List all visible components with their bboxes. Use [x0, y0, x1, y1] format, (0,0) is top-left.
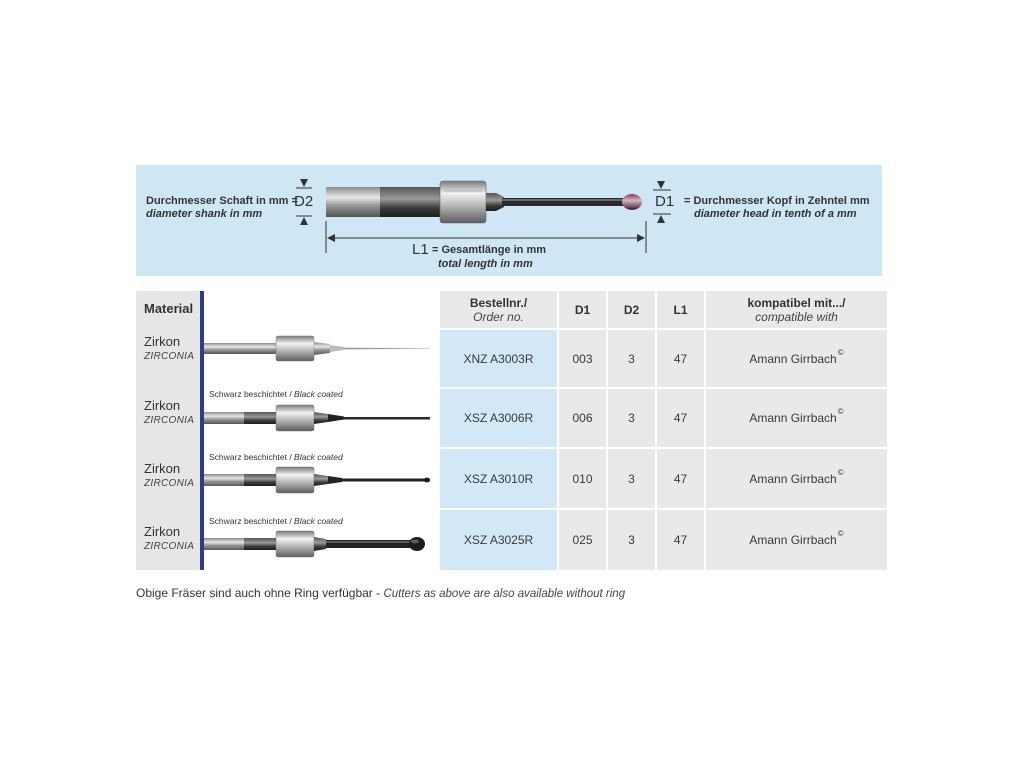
table-row-compatible: Amann Girrbach©: [706, 389, 887, 447]
material-name-en: ZIRCONIA: [144, 478, 195, 489]
spec-table: Bestellnr./ Order no. D1 D2 L1 kompatibe…: [440, 291, 887, 570]
head-label-en: diameter head in tenth of a mm: [694, 208, 857, 220]
table-row-l1: 47: [657, 330, 704, 387]
tool-image-black-coated-3: [204, 466, 430, 494]
length-label-en: total length in mm: [438, 258, 533, 270]
coating-note: Schwarz beschichtet / Black coated: [209, 452, 343, 462]
tool-image-black-coated-4: [204, 530, 425, 558]
head-label-de: = Durchmesser Kopf in Zehntel mm: [684, 195, 870, 207]
header-l1: L1: [657, 291, 704, 328]
length-label-de: = Gesamtlänge in mm: [432, 244, 547, 256]
table-row-d1: 003: [559, 330, 606, 387]
table-row-order: XSZ A3006R: [440, 389, 557, 447]
shank-label-de: Durchmesser Schaft in mm =: [146, 195, 298, 207]
shank-label-en: diameter shank in mm: [146, 208, 263, 220]
d1-symbol: D1: [655, 193, 675, 210]
table-row-d1: 006: [559, 389, 606, 447]
material-name-en: ZIRCONIA: [144, 415, 195, 426]
table-row-order: XNZ A3003R: [440, 330, 557, 387]
copyright-mark: ©: [837, 347, 844, 357]
dimension-diagram: Durchmesser Schaft in mm = diameter shan…: [136, 165, 882, 276]
footnote-en: Cutters as above are also available with…: [383, 588, 626, 600]
material-name: Zirkon: [144, 334, 181, 349]
table-row-order: XSZ A3010R: [440, 449, 557, 508]
header-d2: D2: [608, 291, 655, 328]
table-row-compatible: Amann Girrbach©: [706, 330, 887, 387]
table-row-d2: 3: [608, 389, 655, 447]
table-row-d2: 3: [608, 510, 655, 570]
cutter-diagram-drawing: [296, 179, 671, 253]
material-name-en: ZIRCONIA: [144, 351, 195, 362]
material-name: Zirkon: [144, 461, 181, 476]
header-order-no: Bestellnr./ Order no.: [440, 291, 557, 328]
footnote: Obige Fräser sind auch ohne Ring verfügb…: [136, 586, 625, 600]
table-row-d2: 3: [608, 330, 655, 387]
table-row-d2: 3: [608, 449, 655, 508]
coating-note: Schwarz beschichtet / Black coated: [209, 516, 343, 526]
material-panel: Material Zirkon ZIRCONIA Zirkon ZIRCONIA…: [136, 291, 438, 570]
material-divider: [200, 291, 204, 570]
table-row-compatible: Amann Girrbach©: [706, 449, 887, 508]
header-compatible: kompatibel mit.../ compatible with: [706, 291, 887, 328]
table-row-l1: 47: [657, 449, 704, 508]
table-row-d1: 010: [559, 449, 606, 508]
tool-image-zirconia-1: [204, 335, 430, 362]
table-row-d1: 025: [559, 510, 606, 570]
tool-image-black-coated-2: [204, 404, 430, 432]
copyright-mark: ©: [837, 467, 844, 477]
material-name: Zirkon: [144, 398, 181, 413]
copyright-mark: ©: [837, 529, 844, 538]
table-row-l1: 47: [657, 389, 704, 447]
material-name: Zirkon: [144, 524, 181, 539]
coating-note: Schwarz beschichtet / Black coated: [209, 389, 343, 399]
d2-symbol: D2: [294, 193, 314, 210]
copyright-mark: ©: [837, 407, 844, 416]
table-row-compatible: Amann Girrbach©: [706, 510, 887, 570]
l1-symbol: L1: [412, 241, 429, 258]
table-row-order: XSZ A3025R: [440, 510, 557, 570]
footnote-de: Obige Fräser sind auch ohne Ring verfügb…: [136, 586, 384, 600]
material-header: Material: [144, 301, 194, 316]
header-d1: D1: [559, 291, 606, 328]
table-row-l1: 47: [657, 510, 704, 570]
material-column: [136, 291, 200, 570]
material-name-en: ZIRCONIA: [144, 541, 195, 552]
